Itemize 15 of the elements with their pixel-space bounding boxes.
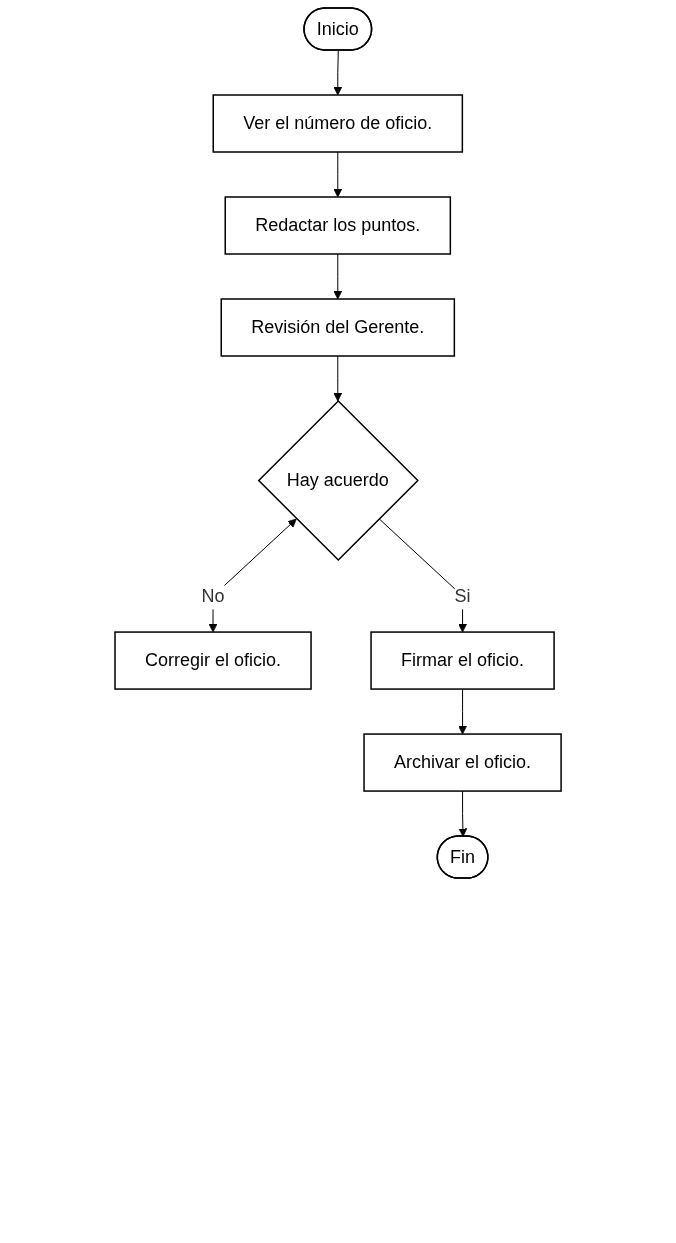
arrow (458, 688, 467, 735)
node-diamond: Hay acuerdo (257, 399, 419, 562)
arrow (333, 355, 343, 402)
edge-label: No (201, 585, 225, 606)
node-box: Revisión del Gerente. (220, 298, 456, 357)
node-box: Ver el número de oficio. (212, 94, 464, 153)
arrow (333, 253, 343, 300)
arrow (333, 151, 343, 198)
node-box: Corregir el oficio. (114, 631, 312, 690)
arrow (333, 50, 343, 96)
edge-label: Si (454, 585, 471, 606)
arrow (458, 790, 468, 837)
node-box: Archivar el oficio. (363, 733, 562, 792)
node-box: Firmar el oficio. (370, 631, 555, 690)
node-box: Redactar los puntos. (224, 196, 452, 255)
